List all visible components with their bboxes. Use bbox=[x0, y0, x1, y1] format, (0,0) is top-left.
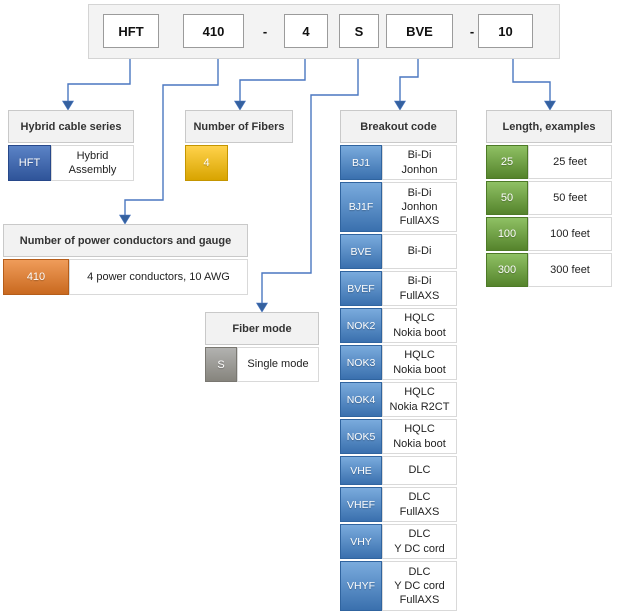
code-cell: NOK2 bbox=[340, 308, 382, 343]
table-hybrid-cable-series: Hybrid cable series HFT Hybrid Assembly bbox=[8, 110, 134, 181]
table-header: Fiber mode bbox=[205, 312, 319, 345]
table-header: Breakout code bbox=[340, 110, 457, 143]
table-fiber-mode: Fiber mode S Single mode bbox=[205, 312, 319, 382]
code-cell: VHE bbox=[340, 456, 382, 485]
desc-cell: Bi-Di Jonhon bbox=[382, 145, 457, 180]
desc-cell: DLC bbox=[382, 456, 457, 485]
table-row: VHE DLC bbox=[340, 456, 457, 485]
code-segment-s: S bbox=[339, 14, 379, 48]
code-cell: NOK3 bbox=[340, 345, 382, 380]
code-segment-bve: BVE bbox=[386, 14, 453, 48]
code-cell: HFT bbox=[8, 145, 51, 181]
desc-cell: Bi-Di bbox=[382, 234, 457, 269]
desc-cell: 100 feet bbox=[528, 217, 612, 251]
code-cell: BVEF bbox=[340, 271, 382, 306]
table-row: NOK5 HQLC Nokia boot bbox=[340, 419, 457, 454]
desc-cell: DLC Y DC cord FullAXS bbox=[382, 561, 457, 611]
table-row: NOK2 HQLC Nokia boot bbox=[340, 308, 457, 343]
desc-cell: HQLC Nokia boot bbox=[382, 345, 457, 380]
table-row: 25 25 feet bbox=[486, 145, 612, 179]
desc-cell: Bi-Di FullAXS bbox=[382, 271, 457, 306]
code-separator-dash: - bbox=[469, 23, 475, 39]
table-row: BJ1F Bi-Di Jonhon FullAXS bbox=[340, 182, 457, 232]
arrow-down-icon bbox=[543, 100, 557, 111]
table-row: 50 50 feet bbox=[486, 181, 612, 215]
code-cell: BVE bbox=[340, 234, 382, 269]
table-length-examples: Length, examples 25 25 feet 50 50 feet 1… bbox=[486, 110, 612, 287]
desc-cell: 4 power conductors, 10 AWG bbox=[69, 259, 248, 295]
code-cell: 50 bbox=[486, 181, 528, 215]
part-number-box: HFT 410 - 4 S BVE - 10 bbox=[88, 4, 560, 59]
desc-cell: HQLC Nokia R2CT bbox=[382, 382, 457, 417]
code-cell: NOK4 bbox=[340, 382, 382, 417]
code-cell: 4 bbox=[185, 145, 228, 181]
table-row: 410 4 power conductors, 10 AWG bbox=[3, 259, 248, 295]
code-segment-410: 410 bbox=[183, 14, 244, 48]
table-header: Hybrid cable series bbox=[8, 110, 134, 143]
table-header: Length, examples bbox=[486, 110, 612, 143]
table-row: NOK4 HQLC Nokia R2CT bbox=[340, 382, 457, 417]
code-cell: NOK5 bbox=[340, 419, 382, 454]
desc-cell: HQLC Nokia boot bbox=[382, 419, 457, 454]
arrow-down-icon bbox=[393, 100, 407, 111]
table-row: S Single mode bbox=[205, 347, 319, 382]
table-row: BVEF Bi-Di FullAXS bbox=[340, 271, 457, 306]
code-cell: BJ1F bbox=[340, 182, 382, 232]
code-cell: 25 bbox=[486, 145, 528, 179]
code-cell: S bbox=[205, 347, 237, 382]
table-breakout-code: Breakout code BJ1 Bi-Di Jonhon BJ1F Bi-D… bbox=[340, 110, 457, 611]
desc-cell: 300 feet bbox=[528, 253, 612, 287]
arrow-down-icon bbox=[233, 100, 247, 111]
desc-cell: Single mode bbox=[237, 347, 319, 382]
desc-cell: DLC Y DC cord bbox=[382, 524, 457, 559]
table-number-of-fibers: Number of Fibers 4 bbox=[185, 110, 293, 181]
desc-cell: 25 feet bbox=[528, 145, 612, 179]
code-separator-dash: - bbox=[262, 23, 268, 39]
table-power-conductors: Number of power conductors and gauge 410… bbox=[3, 224, 248, 295]
desc-cell: HQLC Nokia boot bbox=[382, 308, 457, 343]
table-header: Number of power conductors and gauge bbox=[3, 224, 248, 257]
desc-cell: DLC FullAXS bbox=[382, 487, 457, 522]
code-cell: VHEF bbox=[340, 487, 382, 522]
code-cell: 410 bbox=[3, 259, 69, 295]
table-row: BJ1 Bi-Di Jonhon bbox=[340, 145, 457, 180]
code-cell: VHY bbox=[340, 524, 382, 559]
arrow-down-icon bbox=[118, 214, 132, 225]
code-segment-4: 4 bbox=[284, 14, 328, 48]
code-cell: VHYF bbox=[340, 561, 382, 611]
table-header: Number of Fibers bbox=[185, 110, 293, 143]
code-cell: 100 bbox=[486, 217, 528, 251]
table-row: VHEF DLC FullAXS bbox=[340, 487, 457, 522]
arrow-down-icon bbox=[61, 100, 75, 111]
desc-cell: Bi-Di Jonhon FullAXS bbox=[382, 182, 457, 232]
table-row: VHY DLC Y DC cord bbox=[340, 524, 457, 559]
table-row: 100 100 feet bbox=[486, 217, 612, 251]
code-cell: BJ1 bbox=[340, 145, 382, 180]
table-row: BVE Bi-Di bbox=[340, 234, 457, 269]
table-row: 300 300 feet bbox=[486, 253, 612, 287]
desc-cell: Hybrid Assembly bbox=[51, 145, 134, 181]
arrow-down-icon bbox=[255, 302, 269, 313]
code-segment-hft: HFT bbox=[103, 14, 159, 48]
table-row: HFT Hybrid Assembly bbox=[8, 145, 134, 181]
desc-cell: 50 feet bbox=[528, 181, 612, 215]
code-segment-10: 10 bbox=[478, 14, 533, 48]
table-row: VHYF DLC Y DC cord FullAXS bbox=[340, 561, 457, 611]
table-row: 4 bbox=[185, 145, 293, 181]
code-cell: 300 bbox=[486, 253, 528, 287]
table-row: NOK3 HQLC Nokia boot bbox=[340, 345, 457, 380]
